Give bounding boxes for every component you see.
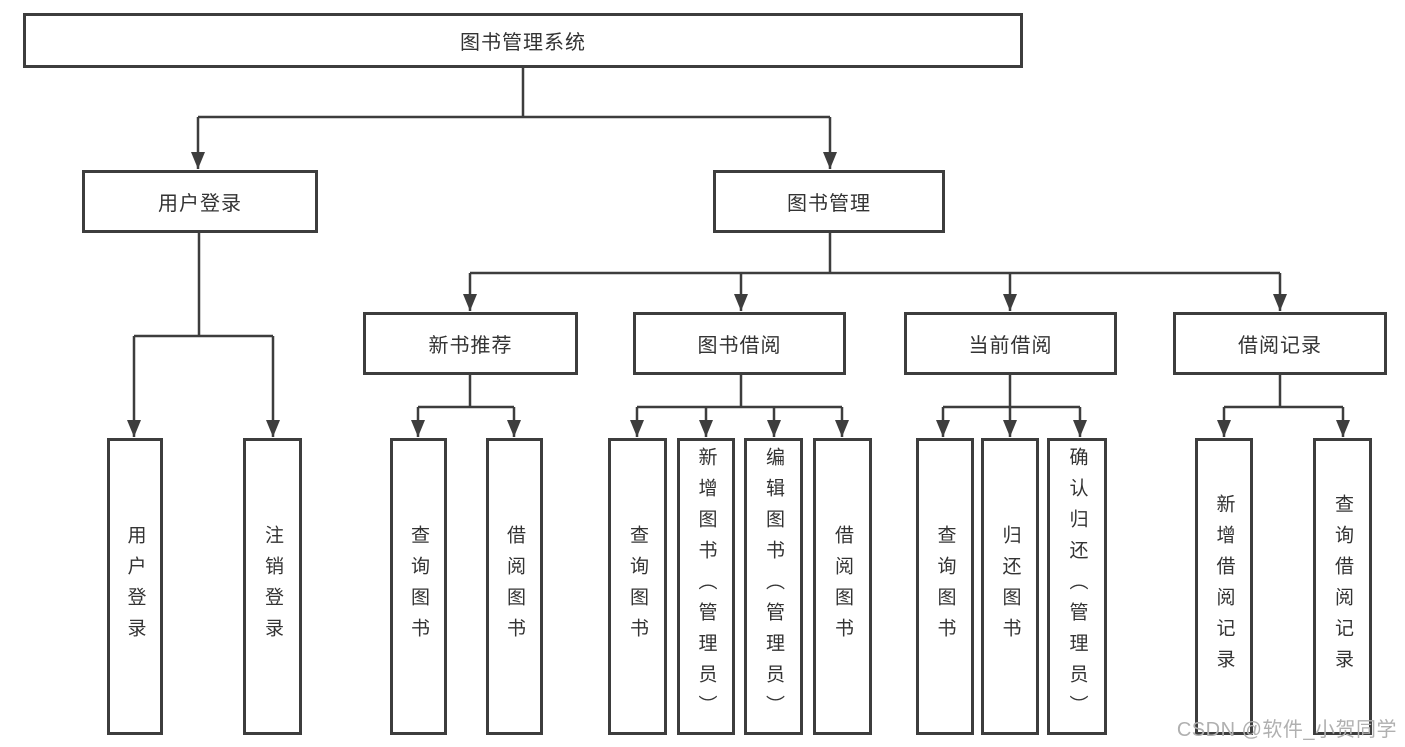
leaf-query-borrow-record-label: 查询借阅记录 bbox=[1332, 493, 1353, 680]
node-borrowing-records: 借阅记录 bbox=[1173, 312, 1387, 375]
leaf-edit-books-admin: 编辑图书（管理员） bbox=[744, 438, 803, 735]
node-new-book-recommend: 新书推荐 bbox=[363, 312, 578, 375]
leaf-add-borrow-record: 新增借阅记录 bbox=[1195, 438, 1253, 735]
node-user-login: 用户登录 bbox=[82, 170, 318, 233]
leaf-borrow-books-borrowing: 借阅图书 bbox=[813, 438, 872, 735]
leaf-query-books-borrowing: 查询图书 bbox=[608, 438, 667, 735]
leaf-query-borrow-record: 查询借阅记录 bbox=[1313, 438, 1372, 735]
leaf-borrow-books-recommend: 借阅图书 bbox=[486, 438, 543, 735]
leaf-add-books-admin-label: 新增图书（管理员） bbox=[695, 447, 717, 726]
leaf-add-borrow-record-label: 新增借阅记录 bbox=[1213, 493, 1235, 680]
node-book-borrowing: 图书借阅 bbox=[633, 312, 846, 375]
leaf-query-books-recommend: 查询图书 bbox=[390, 438, 447, 735]
leaf-confirm-return-admin: 确认归还（管理员） bbox=[1047, 438, 1107, 735]
node-current-borrowing: 当前借阅 bbox=[904, 312, 1117, 375]
watermark: CSDN @软件_小贺同学 bbox=[1176, 719, 1397, 741]
leaf-logout: 注销登录 bbox=[243, 438, 302, 735]
leaf-edit-books-admin-label: 编辑图书（管理员） bbox=[763, 447, 784, 726]
leaf-add-books-admin: 新增图书（管理员） bbox=[677, 438, 735, 735]
leaf-user-login-label: 用户登录 bbox=[124, 524, 146, 649]
node-library-system: 图书管理系统 bbox=[23, 13, 1023, 68]
leaf-borrow-books-borrowing-label: 借阅图书 bbox=[832, 524, 853, 649]
leaf-query-books-current: 查询图书 bbox=[916, 438, 974, 735]
leaf-query-books-current-label: 查询图书 bbox=[934, 524, 956, 649]
leaf-query-books-borrowing-label: 查询图书 bbox=[627, 524, 648, 649]
leaf-confirm-return-admin-label: 确认归还（管理员） bbox=[1066, 447, 1088, 726]
leaf-user-login: 用户登录 bbox=[107, 438, 163, 735]
node-book-management: 图书管理 bbox=[713, 170, 945, 233]
leaf-borrow-books-recommend-label: 借阅图书 bbox=[504, 524, 525, 649]
leaf-query-books-recommend-label: 查询图书 bbox=[408, 524, 429, 649]
leaf-return-books-label: 归还图书 bbox=[999, 524, 1021, 649]
leaf-return-books: 归还图书 bbox=[981, 438, 1039, 735]
leaf-logout-label: 注销登录 bbox=[262, 524, 283, 649]
